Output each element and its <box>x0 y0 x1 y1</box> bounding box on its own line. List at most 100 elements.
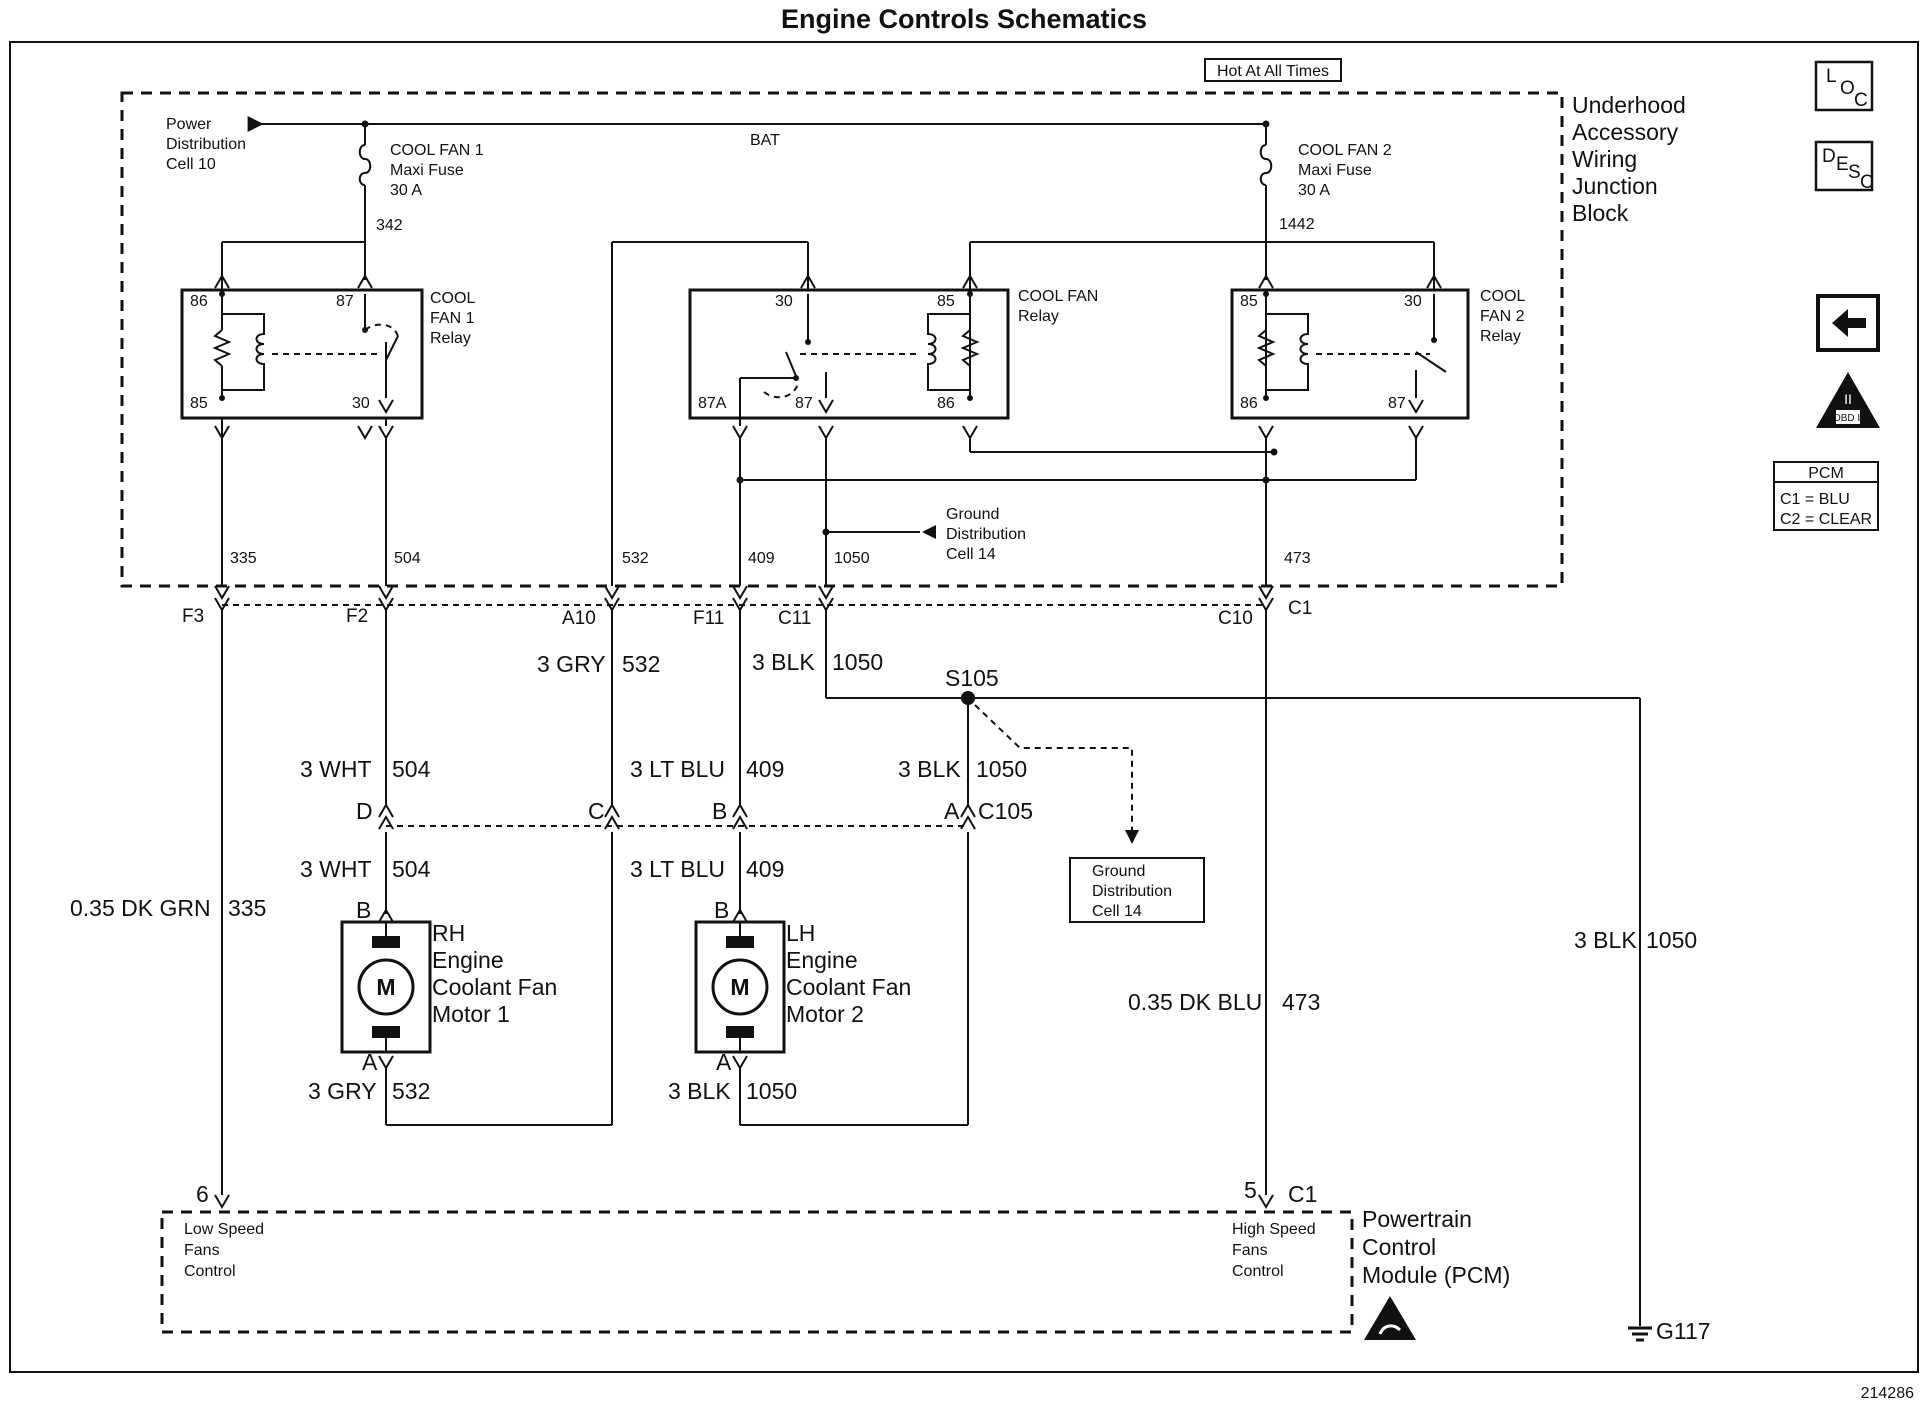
svg-text:3 BLK: 3 BLK <box>668 1078 731 1104</box>
svg-text:3 GRY: 3 GRY <box>308 1078 377 1104</box>
svg-text:335: 335 <box>230 550 257 567</box>
svg-text:Relay: Relay <box>1018 308 1059 325</box>
lh-coolant-fan-motor-2: M B A LH Engine Coolant Fan Motor 2 <box>694 897 911 1075</box>
svg-text:30 A: 30 A <box>1298 182 1330 199</box>
harness-wires-upper: S105 3 GRY 532 3 BLK 1050 3 WHT 504 3 LT… <box>221 610 1641 1320</box>
hot-at-all-times-box: Hot At All Times <box>1204 58 1342 82</box>
svg-text:86: 86 <box>190 293 208 310</box>
svg-text:3 GRY: 3 GRY <box>537 651 606 677</box>
svg-text:A: A <box>944 798 960 824</box>
svg-text:Control: Control <box>1362 1234 1436 1260</box>
pcm-block: 6 5 C1 Low Speed Fans Control High Speed… <box>160 1177 1510 1340</box>
svg-text:C: C <box>588 798 605 824</box>
svg-text:Module (PCM): Module (PCM) <box>1362 1262 1510 1288</box>
svg-text:PCM: PCM <box>1808 465 1844 482</box>
ground-distribution-box: Ground Distribution Cell 14 <box>1069 857 1205 923</box>
svg-text:473: 473 <box>1284 550 1311 567</box>
svg-text:3 BLK: 3 BLK <box>898 756 961 782</box>
cool-fan-relay: 30 85 87A 87 86 COOL FAN Relay <box>611 241 1435 586</box>
junction-block-label: Underhood Accessory Wiring Junction Bloc… <box>1572 92 1686 226</box>
svg-text:A10: A10 <box>562 608 596 629</box>
svg-text:C105: C105 <box>978 798 1033 824</box>
svg-text:COOL FAN 2: COOL FAN 2 <box>1298 142 1392 159</box>
svg-text:Relay: Relay <box>430 330 471 347</box>
svg-text:85: 85 <box>190 395 208 412</box>
pcm-connector-legend: PCM C1 = BLU C2 = CLEAR <box>1773 461 1879 531</box>
svg-text:Maxi Fuse: Maxi Fuse <box>390 162 464 179</box>
svg-text:Wiring: Wiring <box>1572 146 1637 172</box>
svg-text:S105: S105 <box>945 665 999 691</box>
svg-text:1050: 1050 <box>976 756 1027 782</box>
svg-text:504: 504 <box>392 856 431 882</box>
svg-text:0.35 DK BLU: 0.35 DK BLU <box>1128 989 1262 1015</box>
svg-text:Motor 1: Motor 1 <box>432 1001 510 1027</box>
desc-button[interactable]: D E S C <box>1814 140 1874 193</box>
svg-text:COOL FAN: COOL FAN <box>1018 288 1098 305</box>
svg-text:Distribution: Distribution <box>946 526 1026 543</box>
svg-text:Cell 10: Cell 10 <box>166 156 216 173</box>
junction-connector-row: F3 F2 A10 F11 C11 C10 C1 <box>182 585 1312 629</box>
svg-text:High Speed: High Speed <box>1232 1221 1316 1238</box>
svg-text:3 BLK: 3 BLK <box>1574 927 1637 953</box>
svg-text:1050: 1050 <box>834 550 870 567</box>
svg-text:1050: 1050 <box>746 1078 797 1104</box>
svg-text:B: B <box>712 798 727 824</box>
svg-text:Junction: Junction <box>1572 173 1658 199</box>
svg-text:C2 = CLEAR: C2 = CLEAR <box>1780 511 1872 528</box>
svg-text:532: 532 <box>622 651 660 677</box>
svg-text:Power: Power <box>166 116 212 133</box>
svg-text:87: 87 <box>336 293 354 310</box>
svg-text:Relay: Relay <box>1480 328 1521 345</box>
svg-text:FAN 2: FAN 2 <box>1480 308 1525 325</box>
svg-text:86: 86 <box>1240 395 1258 412</box>
svg-text:Ground: Ground <box>946 506 999 523</box>
svg-text:504: 504 <box>394 550 421 567</box>
svg-text:87A: 87A <box>698 395 727 412</box>
svg-text:C: C <box>1854 90 1868 111</box>
svg-text:Powertrain: Powertrain <box>1362 1206 1472 1232</box>
cool-fan-2-relay: 85 30 86 87 COOL FAN 2 Relay <box>1230 274 1525 420</box>
svg-text:409: 409 <box>746 856 784 882</box>
svg-text:C10: C10 <box>1218 608 1253 629</box>
svg-text:Engine: Engine <box>786 947 858 973</box>
svg-text:E: E <box>1836 154 1849 175</box>
svg-text:Motor 2: Motor 2 <box>786 1001 864 1027</box>
svg-text:1050: 1050 <box>832 649 883 675</box>
svg-text:RH: RH <box>432 920 465 946</box>
svg-text:M: M <box>376 974 395 1000</box>
svg-text:F3: F3 <box>182 606 204 627</box>
svg-text:Maxi Fuse: Maxi Fuse <box>1298 162 1372 179</box>
bat-label: BAT <box>750 132 780 149</box>
svg-text:87: 87 <box>795 395 813 412</box>
svg-text:F11: F11 <box>693 608 724 629</box>
svg-text:C1: C1 <box>1288 1181 1317 1207</box>
svg-text:335: 335 <box>228 895 266 921</box>
svg-text:Block: Block <box>1572 200 1629 226</box>
esd-warning-icon <box>1364 1296 1416 1340</box>
battery-bus: BAT Power Distribution Cell 10 <box>166 116 1270 173</box>
rh-coolant-fan-motor-1: M B A RH Engine Coolant Fan Motor 1 <box>340 897 557 1075</box>
svg-text:3 LT BLU: 3 LT BLU <box>630 856 725 882</box>
svg-text:Ground: Ground <box>1092 863 1145 880</box>
svg-text:532: 532 <box>392 1078 430 1104</box>
svg-text:30: 30 <box>352 395 370 412</box>
hot-label: Hot At All Times <box>1217 63 1329 80</box>
svg-text:Cell 14: Cell 14 <box>946 546 996 563</box>
ground-g117: G117 <box>1628 1318 1711 1344</box>
svg-text:OBD II: OBD II <box>1833 413 1863 424</box>
svg-text:504: 504 <box>392 756 431 782</box>
svg-text:LH: LH <box>786 920 815 946</box>
svg-text:C: C <box>1860 172 1874 193</box>
svg-text:Cell 14: Cell 14 <box>1092 903 1142 920</box>
svg-text:Control: Control <box>1232 1263 1284 1280</box>
svg-text:342: 342 <box>376 217 403 234</box>
svg-text:1442: 1442 <box>1279 216 1315 233</box>
svg-text:Engine: Engine <box>432 947 504 973</box>
svg-text:F2: F2 <box>346 606 368 627</box>
back-arrow-button[interactable] <box>1816 294 1880 352</box>
loc-button[interactable]: L O C <box>1814 60 1874 112</box>
svg-text:3 WHT: 3 WHT <box>300 856 372 882</box>
svg-text:85: 85 <box>937 293 955 310</box>
page-title: Engine Controls Schematics <box>781 4 1147 34</box>
